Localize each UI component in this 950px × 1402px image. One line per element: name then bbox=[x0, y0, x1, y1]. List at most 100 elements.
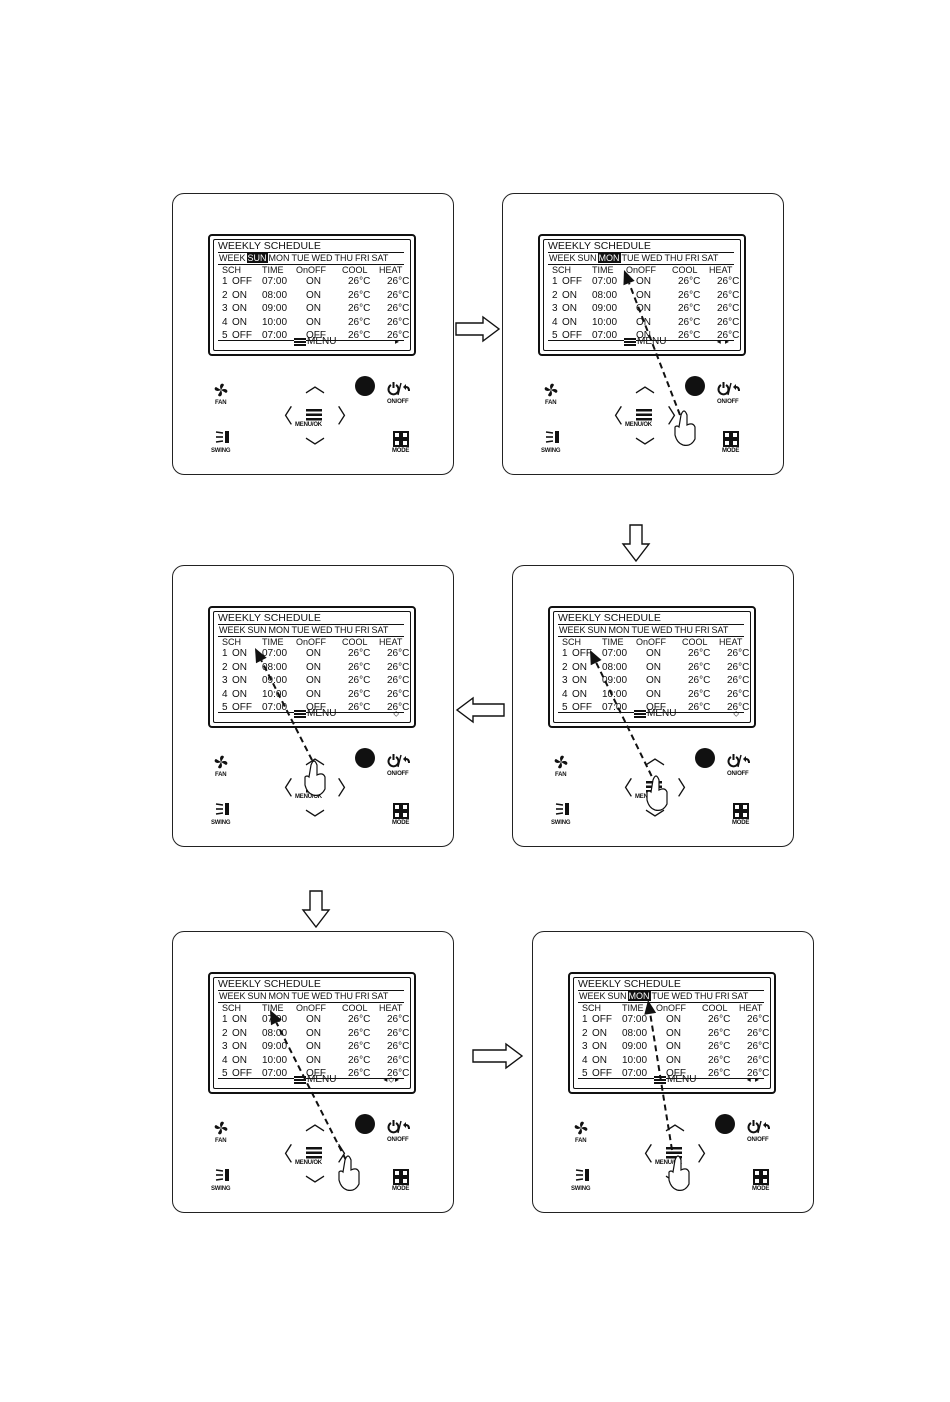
onoff-button[interactable] bbox=[387, 754, 411, 773]
fan-button[interactable] bbox=[213, 1120, 229, 1141]
sch-heat: 26°C bbox=[387, 675, 410, 686]
up-button[interactable]: ︿ bbox=[305, 375, 325, 397]
mode-button[interactable] bbox=[393, 1169, 409, 1190]
up-button[interactable]: ︿ bbox=[305, 747, 325, 769]
sch-time: 08:00 bbox=[602, 661, 628, 673]
menu-icon bbox=[624, 338, 636, 346]
down-button[interactable]: ﹀ bbox=[305, 1175, 325, 1197]
right-button[interactable]: 〉 bbox=[337, 1144, 357, 1166]
sch-state: ON bbox=[232, 316, 247, 328]
menu-ok-icon bbox=[646, 781, 662, 793]
swing-button[interactable] bbox=[215, 1168, 231, 1187]
left-button[interactable]: 〈 bbox=[603, 406, 623, 428]
swing-button[interactable] bbox=[215, 430, 231, 449]
day-sun: SUN bbox=[587, 625, 607, 635]
sch-cool: 26°C bbox=[708, 1054, 731, 1066]
menu-bar: MENU◂ ▸ bbox=[544, 336, 740, 348]
sch-heat: 26°C bbox=[387, 1068, 410, 1079]
swing-button[interactable] bbox=[575, 1168, 591, 1187]
sch-number: 4 bbox=[582, 1054, 588, 1066]
left-button[interactable]: 〈 bbox=[273, 778, 293, 800]
mode-button[interactable] bbox=[753, 1169, 769, 1190]
down-button[interactable]: ﹀ bbox=[635, 437, 655, 459]
onoff-button[interactable] bbox=[717, 382, 741, 401]
sch-heat: 26°C bbox=[387, 330, 410, 341]
sch-number: 5 bbox=[222, 330, 228, 341]
sch-cool: 26°C bbox=[678, 316, 701, 328]
fan-button[interactable] bbox=[553, 754, 569, 775]
mode-button[interactable] bbox=[723, 431, 739, 452]
menu-ok-label: MENU/OK bbox=[295, 1160, 322, 1166]
sch-cool: 26°C bbox=[688, 661, 711, 673]
right-button[interactable]: 〉 bbox=[337, 778, 357, 800]
sch-time: 07:00 bbox=[592, 276, 618, 287]
left-button[interactable]: 〈 bbox=[633, 1144, 653, 1166]
down-button[interactable]: ﹀ bbox=[305, 437, 325, 459]
onoff-button[interactable] bbox=[727, 754, 751, 773]
fan-button[interactable] bbox=[213, 754, 229, 775]
header-time: TIME bbox=[262, 637, 284, 647]
onoff-button[interactable] bbox=[387, 1120, 411, 1139]
swing-button[interactable] bbox=[545, 430, 561, 449]
sch-onoff: ON bbox=[636, 289, 651, 301]
nav-indicator-icon: ⬦ bbox=[733, 709, 740, 718]
onoff-button[interactable] bbox=[747, 1120, 771, 1139]
sch-onoff: ON bbox=[636, 276, 651, 287]
up-button[interactable]: ︿ bbox=[665, 1113, 685, 1135]
up-button[interactable]: ︿ bbox=[645, 747, 665, 769]
right-button[interactable]: 〉 bbox=[667, 406, 687, 428]
swing-button[interactable] bbox=[555, 802, 571, 821]
swing-button[interactable] bbox=[215, 802, 231, 821]
down-button[interactable]: ﹀ bbox=[645, 809, 665, 831]
day-thu: THU bbox=[674, 625, 694, 635]
day-sat: SAT bbox=[731, 991, 749, 1001]
up-button[interactable]: ︿ bbox=[635, 375, 655, 397]
menu-ok-button[interactable] bbox=[306, 408, 322, 426]
indicator-dot bbox=[355, 1114, 375, 1134]
indicator-dot bbox=[355, 748, 375, 768]
indicator-dot bbox=[355, 376, 375, 396]
right-button[interactable]: 〉 bbox=[677, 778, 697, 800]
swing-icon bbox=[575, 1169, 589, 1181]
left-button[interactable]: 〈 bbox=[273, 406, 293, 428]
fan-button[interactable] bbox=[573, 1120, 589, 1141]
right-button[interactable]: 〉 bbox=[337, 406, 357, 428]
day-fri: FRI bbox=[685, 253, 700, 263]
mode-icon bbox=[393, 431, 409, 447]
mode-label: MODE bbox=[722, 448, 740, 454]
day-tue: TUE bbox=[291, 625, 310, 635]
sch-time: 10:00 bbox=[602, 688, 628, 700]
left-button[interactable]: 〈 bbox=[613, 778, 633, 800]
sch-onoff: ON bbox=[306, 1014, 321, 1025]
swing-icon bbox=[215, 431, 229, 443]
mode-button[interactable] bbox=[393, 431, 409, 452]
left-button[interactable]: 〈 bbox=[273, 1144, 293, 1166]
onoff-button[interactable] bbox=[387, 382, 411, 401]
swing-label: SWING bbox=[211, 820, 231, 826]
fan-button[interactable] bbox=[543, 382, 559, 403]
sch-cool: 26°C bbox=[688, 688, 711, 700]
sch-time: 08:00 bbox=[262, 289, 288, 301]
day-tue: TUE bbox=[621, 253, 640, 263]
header-cool: COOL bbox=[342, 1003, 368, 1013]
sch-time: 09:00 bbox=[622, 1041, 648, 1052]
fan-button[interactable] bbox=[213, 382, 229, 403]
swing-label: SWING bbox=[541, 448, 561, 454]
sch-heat: 26°C bbox=[717, 330, 740, 341]
up-button[interactable]: ︿ bbox=[305, 1113, 325, 1135]
mode-button[interactable] bbox=[393, 803, 409, 824]
day-mon: MON bbox=[268, 253, 290, 263]
down-button[interactable]: ﹀ bbox=[665, 1175, 685, 1197]
right-button[interactable]: 〉 bbox=[697, 1144, 717, 1166]
menu-ok-icon bbox=[636, 409, 652, 421]
mode-button[interactable] bbox=[733, 803, 749, 824]
sch-state: OFF bbox=[572, 702, 592, 713]
sch-cool: 26°C bbox=[348, 316, 371, 328]
swing-icon bbox=[215, 803, 229, 815]
down-button[interactable]: ﹀ bbox=[305, 809, 325, 831]
sch-cool: 26°C bbox=[348, 276, 371, 287]
sch-cool: 26°C bbox=[348, 648, 371, 659]
